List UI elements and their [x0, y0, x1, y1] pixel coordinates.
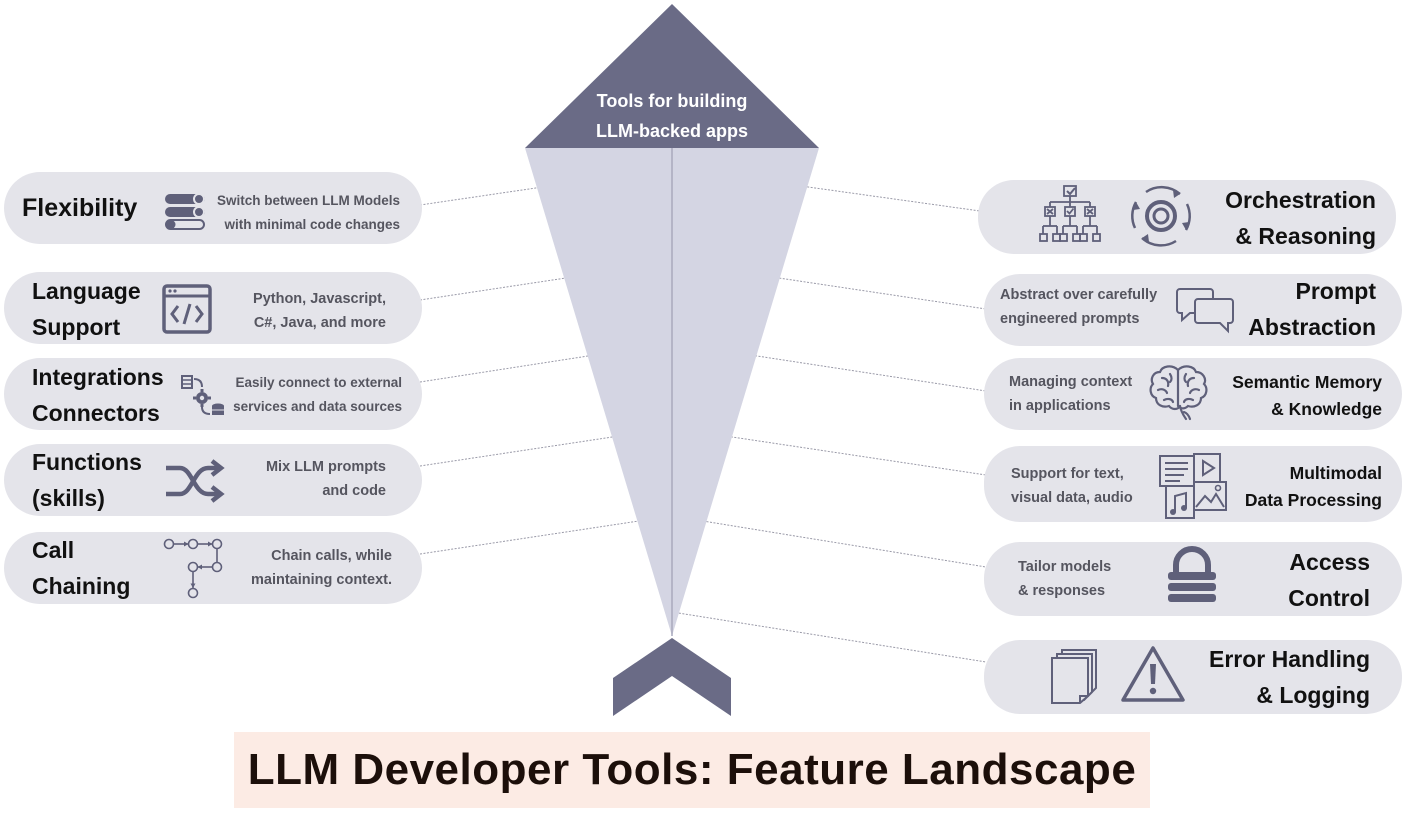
- feature-desc-multimodal: Support for text, visual data, audio: [1011, 466, 1133, 506]
- code-window-icon: [162, 284, 212, 334]
- feature-title-flexibility: Flexibility: [22, 194, 138, 222]
- feature-desc-memory: Managing context in applications: [1009, 374, 1133, 414]
- lock-icon: [1166, 546, 1218, 606]
- connector-line-access: [671, 515, 987, 568]
- chat-bubbles-icon: [1176, 286, 1236, 334]
- feature-desc-access: Tailor models & responses: [1018, 559, 1112, 599]
- feature-pill-integrations: [4, 358, 422, 430]
- arrow-head: [525, 4, 819, 148]
- hierarchy-icon: [1038, 184, 1102, 248]
- arrow-label-line-1: Tools for building: [596, 91, 748, 111]
- feature-desc-prompt: Abstract over carefully engineered promp…: [1000, 287, 1158, 327]
- feature-title-chaining: Call Chaining: [32, 537, 131, 599]
- feature-title-memory: Semantic Memory & Knowledge: [1232, 372, 1382, 419]
- warning-icon: [1120, 644, 1186, 704]
- diagram-title: LLM Developer Tools: Feature Landscape: [247, 745, 1137, 794]
- feature-title-multimodal: Multimodal Data Processing: [1244, 463, 1382, 510]
- feature-desc-functions: Mix LLM prompts and code: [265, 459, 386, 499]
- connector-line-orchestration: [671, 167, 981, 212]
- feature-pill-memory: [984, 358, 1402, 430]
- connector-line-integrations: [419, 342, 673, 383]
- arrow-label-line-2: LLM-backed apps: [595, 121, 749, 141]
- feature-title-language: Language Support: [32, 278, 141, 340]
- feature-desc-flexibility: Switch between LLM Models with minimal c…: [216, 193, 400, 232]
- target-cycle-icon: [1128, 184, 1194, 248]
- feature-desc-language: Python, Javascript, C#, Java, and more: [253, 291, 386, 331]
- brain-icon: [1148, 362, 1210, 422]
- chain-flow-icon: [162, 536, 226, 602]
- media-files-icon: [1158, 452, 1228, 522]
- feature-title-integrations: Integrations Connectors: [32, 364, 164, 426]
- arrow-tail: [613, 638, 731, 716]
- connector-line-error: [671, 611, 987, 663]
- connector-line-language: [419, 261, 673, 301]
- feature-pill-language: [4, 272, 422, 344]
- connector-line-functions: [419, 427, 673, 467]
- connector-gear-icon: [180, 374, 226, 418]
- connector-line-chaining: [419, 515, 673, 555]
- feature-title-error: Error Handling & Logging: [1208, 646, 1370, 708]
- feature-title-orchestration: Orchestration & Reasoning: [1225, 187, 1376, 249]
- feature-title-prompt: Prompt Abstraction: [1248, 278, 1376, 340]
- feature-title-functions: Functions (skills): [32, 449, 142, 511]
- title-banner: LLM Developer Tools: Feature Landscape: [234, 732, 1150, 808]
- log-pages-icon: [1048, 648, 1100, 704]
- feature-pill-functions: [4, 444, 422, 516]
- feature-title-access: Access Control: [1288, 549, 1370, 611]
- feature-pill-flexibility: [4, 172, 422, 244]
- feature-desc-chaining: Chain calls, while maintaining context.: [251, 548, 392, 588]
- shuffle-icon: [164, 459, 225, 503]
- feature-desc-integrations: Easily connect to external services and …: [233, 375, 402, 414]
- arrow-label: Tools for building LLM-backed apps: [560, 86, 784, 146]
- database-toggle-icon: [163, 192, 207, 232]
